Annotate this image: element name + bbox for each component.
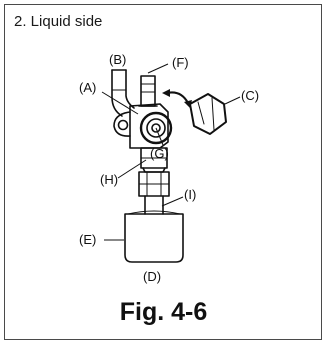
rotation-arrow-head-left [162, 89, 170, 97]
label-d: (D) [143, 269, 161, 284]
label-i: (I) [184, 187, 196, 202]
label-a: (A) [79, 80, 96, 95]
rotation-arrow [166, 91, 189, 104]
label-g: (G) [150, 146, 169, 161]
label-b: (B) [109, 52, 126, 67]
cap-c [189, 93, 227, 135]
mounting-ear [113, 111, 131, 137]
label-c: (C) [241, 88, 259, 103]
figure-caption: Fig. 4-6 [119, 298, 208, 326]
label-e: (E) [79, 232, 96, 247]
flare-nut-h [138, 147, 170, 197]
rotation-arrow-head-right [184, 100, 192, 108]
valve-diagram: (B) (F) (A) (C) (G) (H) (I) (E) (D) [79, 52, 259, 284]
label-h: (H) [100, 172, 118, 187]
label-f: (F) [172, 55, 189, 70]
valve-body-a [129, 103, 169, 149]
leader-lines [101, 63, 241, 241]
service-port-f [138, 75, 158, 107]
cylinder-e [124, 210, 184, 263]
valve-stem-g [139, 111, 173, 145]
figure-heading: 2. Liquid side [14, 13, 103, 30]
